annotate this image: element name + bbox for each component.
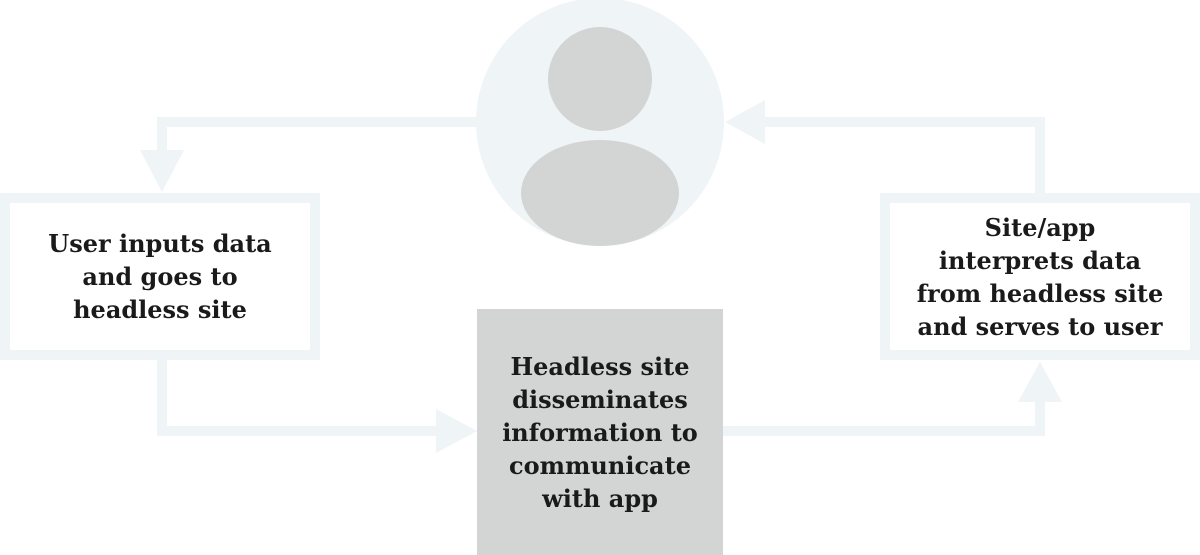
connector-headless-site-to-site-app [723, 362, 1062, 436]
avatar-body [521, 140, 679, 246]
user-inputs-label: User inputs data and goes to headless si… [48, 229, 272, 324]
user-inputs-box: User inputs data and goes to headless si… [0, 193, 320, 360]
site-app-box: Site/app interprets data from headless s… [880, 193, 1200, 360]
arrowhead-left-icon [725, 100, 765, 144]
headless-site-label: Headless site disseminates information t… [502, 351, 698, 513]
avatar-head [548, 27, 652, 131]
connector-site-app-to-user [725, 100, 1045, 193]
arrowhead-down-icon [140, 150, 184, 192]
headless-site-box: Headless site disseminates information t… [477, 309, 723, 555]
arrowhead-up-icon [1018, 362, 1062, 402]
arrowhead-right-icon [436, 409, 477, 453]
connector-avatar-to-user-inputs [140, 117, 478, 192]
connector-user-inputs-to-headless-site [157, 360, 477, 453]
site-app-label: Site/app interprets data from headless s… [916, 212, 1164, 341]
user-avatar-icon [476, 0, 724, 246]
